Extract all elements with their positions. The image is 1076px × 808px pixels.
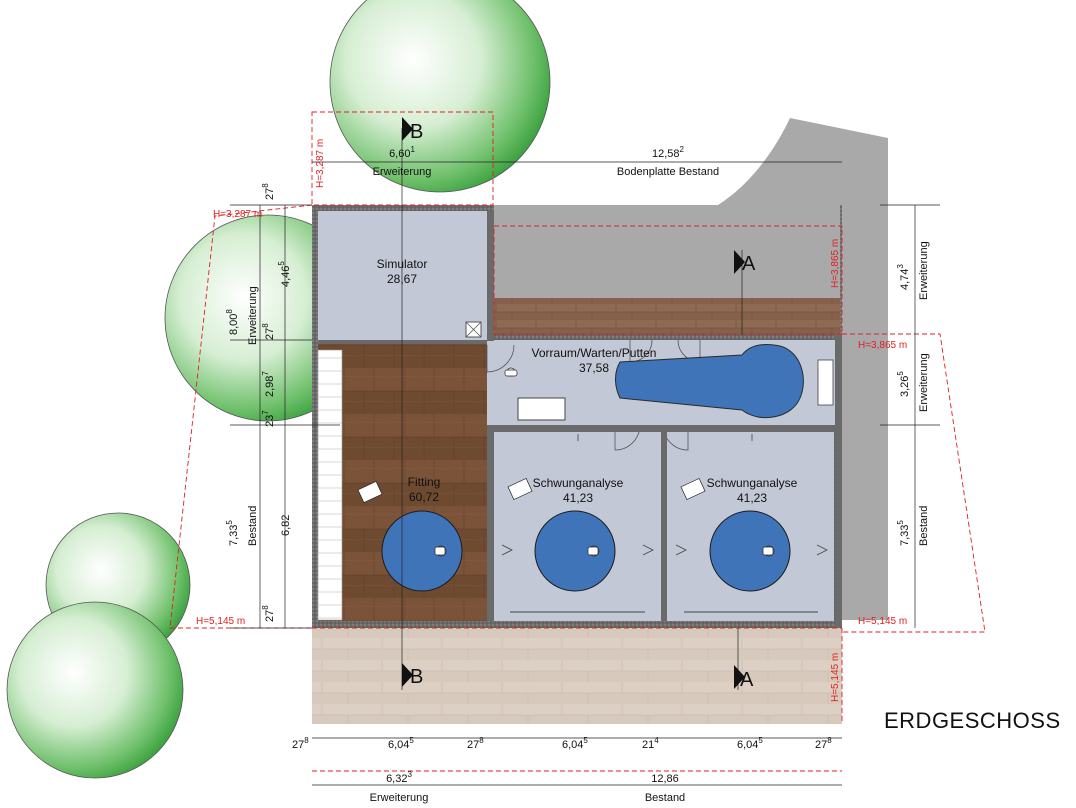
svg-text:3,265: 3,265: [896, 371, 911, 397]
svg-text:Erweiterung: Erweiterung: [918, 241, 930, 300]
svg-text:4,743: 4,743: [896, 264, 911, 290]
plan-title: ERDGESCHOSS: [884, 708, 1061, 733]
room-schwung2-area: 41,23: [737, 491, 767, 505]
svg-text:278: 278: [261, 605, 276, 622]
height-left-top: H=3,287 m: [213, 209, 262, 220]
swing-circle-1: [534, 510, 616, 592]
desk-icons: [357, 477, 706, 504]
tree-top: [329, 0, 551, 193]
top-dimension-erweiterung: 6,601 Erweiterung: [373, 145, 432, 178]
svg-text:Erweiterung: Erweiterung: [373, 166, 432, 178]
fitting-circle: [381, 510, 463, 592]
svg-text:4,465: 4,465: [277, 261, 292, 287]
svg-text:214: 214: [642, 736, 659, 751]
section-b-top: B: [410, 121, 423, 143]
height-left-bottom: H=5,145 m: [196, 616, 245, 627]
side-shelf: [817, 359, 834, 406]
putting-green: [615, 344, 804, 419]
svg-text:8,008: 8,008: [225, 309, 240, 335]
section-markers: [402, 117, 745, 689]
right-dimensions: 4,743 Erweiterung 3,265 Erweiterung 7,33…: [896, 241, 930, 546]
terrace: [312, 628, 842, 724]
room-vorraum-area: 37,58: [579, 361, 609, 375]
svg-text:Erweiterung: Erweiterung: [370, 792, 429, 804]
svg-text:6,601: 6,601: [389, 145, 415, 160]
svg-text:6,045: 6,045: [388, 736, 414, 751]
tree-bottom-left-2: [6, 601, 184, 779]
section-b-bottom: B: [410, 666, 423, 688]
deck-strip: [494, 298, 840, 334]
svg-text:7,335: 7,335: [225, 520, 240, 546]
svg-text:6,82: 6,82: [280, 515, 292, 536]
upper-right-slab: [494, 205, 840, 298]
svg-text:7,335: 7,335: [896, 520, 911, 546]
svg-text:278: 278: [815, 736, 832, 751]
svg-text:278: 278: [261, 323, 276, 340]
storage-shelves: [317, 349, 343, 621]
height-vertical-top: H=3,287 m: [315, 139, 326, 188]
height-vertical-bottom: H=5,145 m: [830, 653, 841, 702]
camera-marks: [501, 434, 828, 556]
height-mid-vertical: H=3,865 m: [830, 239, 841, 288]
swing-circle-2: [709, 510, 791, 592]
left-dimensions: 278 4,465 278 2,987 237 6,82 278 8,008 E…: [225, 183, 292, 622]
svg-text:278: 278: [467, 736, 484, 751]
extension-outlines: [169, 111, 986, 772]
svg-text:2,987: 2,987: [261, 371, 276, 397]
svg-text:278: 278: [261, 183, 276, 200]
height-right-bottom: H=5,145 m: [858, 616, 907, 627]
svg-text:12,582: 12,582: [652, 145, 685, 160]
svg-text:12,86: 12,86: [651, 773, 679, 785]
room-vorraum-name: Vorraum/Warten/Putten: [532, 346, 657, 360]
dimension-lines: [230, 161, 940, 786]
shaft-icon: [465, 321, 482, 338]
section-a-top: A: [742, 253, 756, 275]
svg-text:6,045: 6,045: [562, 736, 588, 751]
bottom-dimensions: 278 6,045 278 6,045 214 6,045 278 6,323 …: [292, 736, 832, 804]
room-fitting-name: Fitting: [408, 475, 441, 489]
svg-text:Bestand: Bestand: [918, 506, 930, 546]
room-schwung1-name: Schwunganalyse: [533, 476, 624, 490]
room-schwung2-name: Schwunganalyse: [707, 476, 798, 490]
existing-slab-area: [492, 118, 888, 620]
height-right-top: H=3,865 m: [858, 340, 907, 351]
svg-text:Erweiterung: Erweiterung: [918, 353, 930, 412]
svg-text:Erweiterung: Erweiterung: [247, 286, 259, 345]
svg-text:Bestand: Bestand: [645, 792, 685, 804]
golfer-icon: [434, 367, 775, 557]
svg-text:6,323: 6,323: [386, 770, 412, 785]
svg-text:6,045: 6,045: [737, 736, 763, 751]
bench: [517, 397, 566, 421]
svg-text:Bestand: Bestand: [247, 506, 259, 546]
svg-text:Bodenplatte Bestand: Bodenplatte Bestand: [617, 166, 719, 178]
svg-text:237: 237: [261, 410, 276, 427]
top-dimension-bestand: 12,582 Bodenplatte Bestand: [617, 145, 719, 178]
room-simulator-area: 28,67: [387, 272, 417, 286]
svg-text:278: 278: [292, 736, 309, 751]
section-a-bottom: A: [740, 669, 754, 691]
room-fitting-area: 60,72: [409, 490, 439, 504]
simulator-room: [318, 211, 487, 340]
room-simulator-name: Simulator: [377, 257, 428, 271]
room-schwung1-area: 41,23: [563, 491, 593, 505]
inner-walls: [318, 211, 842, 628]
